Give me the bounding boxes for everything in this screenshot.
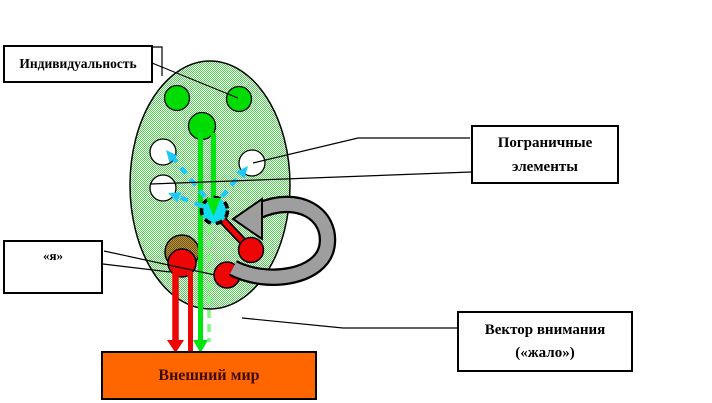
self-connector-upper xyxy=(103,250,216,276)
cyan-arrow-line-3 xyxy=(220,173,242,199)
cyan-arrow-line-2 xyxy=(178,194,203,209)
individuality-circle-2 xyxy=(225,85,253,113)
attention-vector-callout-box: Вектор внимания («жало») xyxy=(457,311,633,372)
boundary-circle-1 xyxy=(149,138,177,166)
callout-connectors xyxy=(102,46,472,329)
sting-tip-circle-red xyxy=(237,236,265,264)
boundary-elements-callout-box: Пограничные элементы xyxy=(471,125,619,184)
rotation-arrowhead xyxy=(231,197,263,241)
boundary-label-line2: элементы xyxy=(512,158,578,175)
perception-arrows-cyan xyxy=(166,150,248,209)
individuality-callout-box: Индивидуальность xyxy=(3,45,153,83)
external-world-label: Внешний мир xyxy=(158,366,260,384)
external-world-box: Внешний мир xyxy=(101,351,317,400)
boundary-connector-lower xyxy=(150,171,472,185)
self-connector-lower xyxy=(102,263,171,273)
green-arrowhead-into-center xyxy=(206,198,221,216)
individuality-label: Индивидуальность xyxy=(19,56,137,71)
individuality-circle-1 xyxy=(163,84,191,112)
individuality-connector-tick xyxy=(152,46,163,76)
attention-vector-label-line1: Вектор внимания xyxy=(484,321,606,338)
attention-rotation-arrow xyxy=(229,195,337,286)
boundary-label-line1: Пограничные xyxy=(497,134,593,151)
self-label: «я» xyxy=(42,248,64,263)
individuality-circles xyxy=(163,84,253,141)
boundary-connector-upper xyxy=(252,137,470,164)
green-vector-arrowhead xyxy=(193,340,208,353)
self-callout-box: «я» xyxy=(3,240,103,294)
red-vector-arrowhead xyxy=(167,340,184,353)
cyan-arrowhead-1 xyxy=(166,150,178,163)
cyan-arrowhead-3 xyxy=(236,166,248,179)
attention-vector-label-line2: («жало») xyxy=(515,344,575,361)
vector-connector-line xyxy=(241,317,457,329)
green-attention-vectors xyxy=(193,132,216,353)
cyan-arrowhead-2 xyxy=(168,192,182,203)
red-attention-vectors xyxy=(167,268,193,360)
individuality-connector-line xyxy=(151,62,239,99)
rotation-arrow-band xyxy=(230,197,334,284)
